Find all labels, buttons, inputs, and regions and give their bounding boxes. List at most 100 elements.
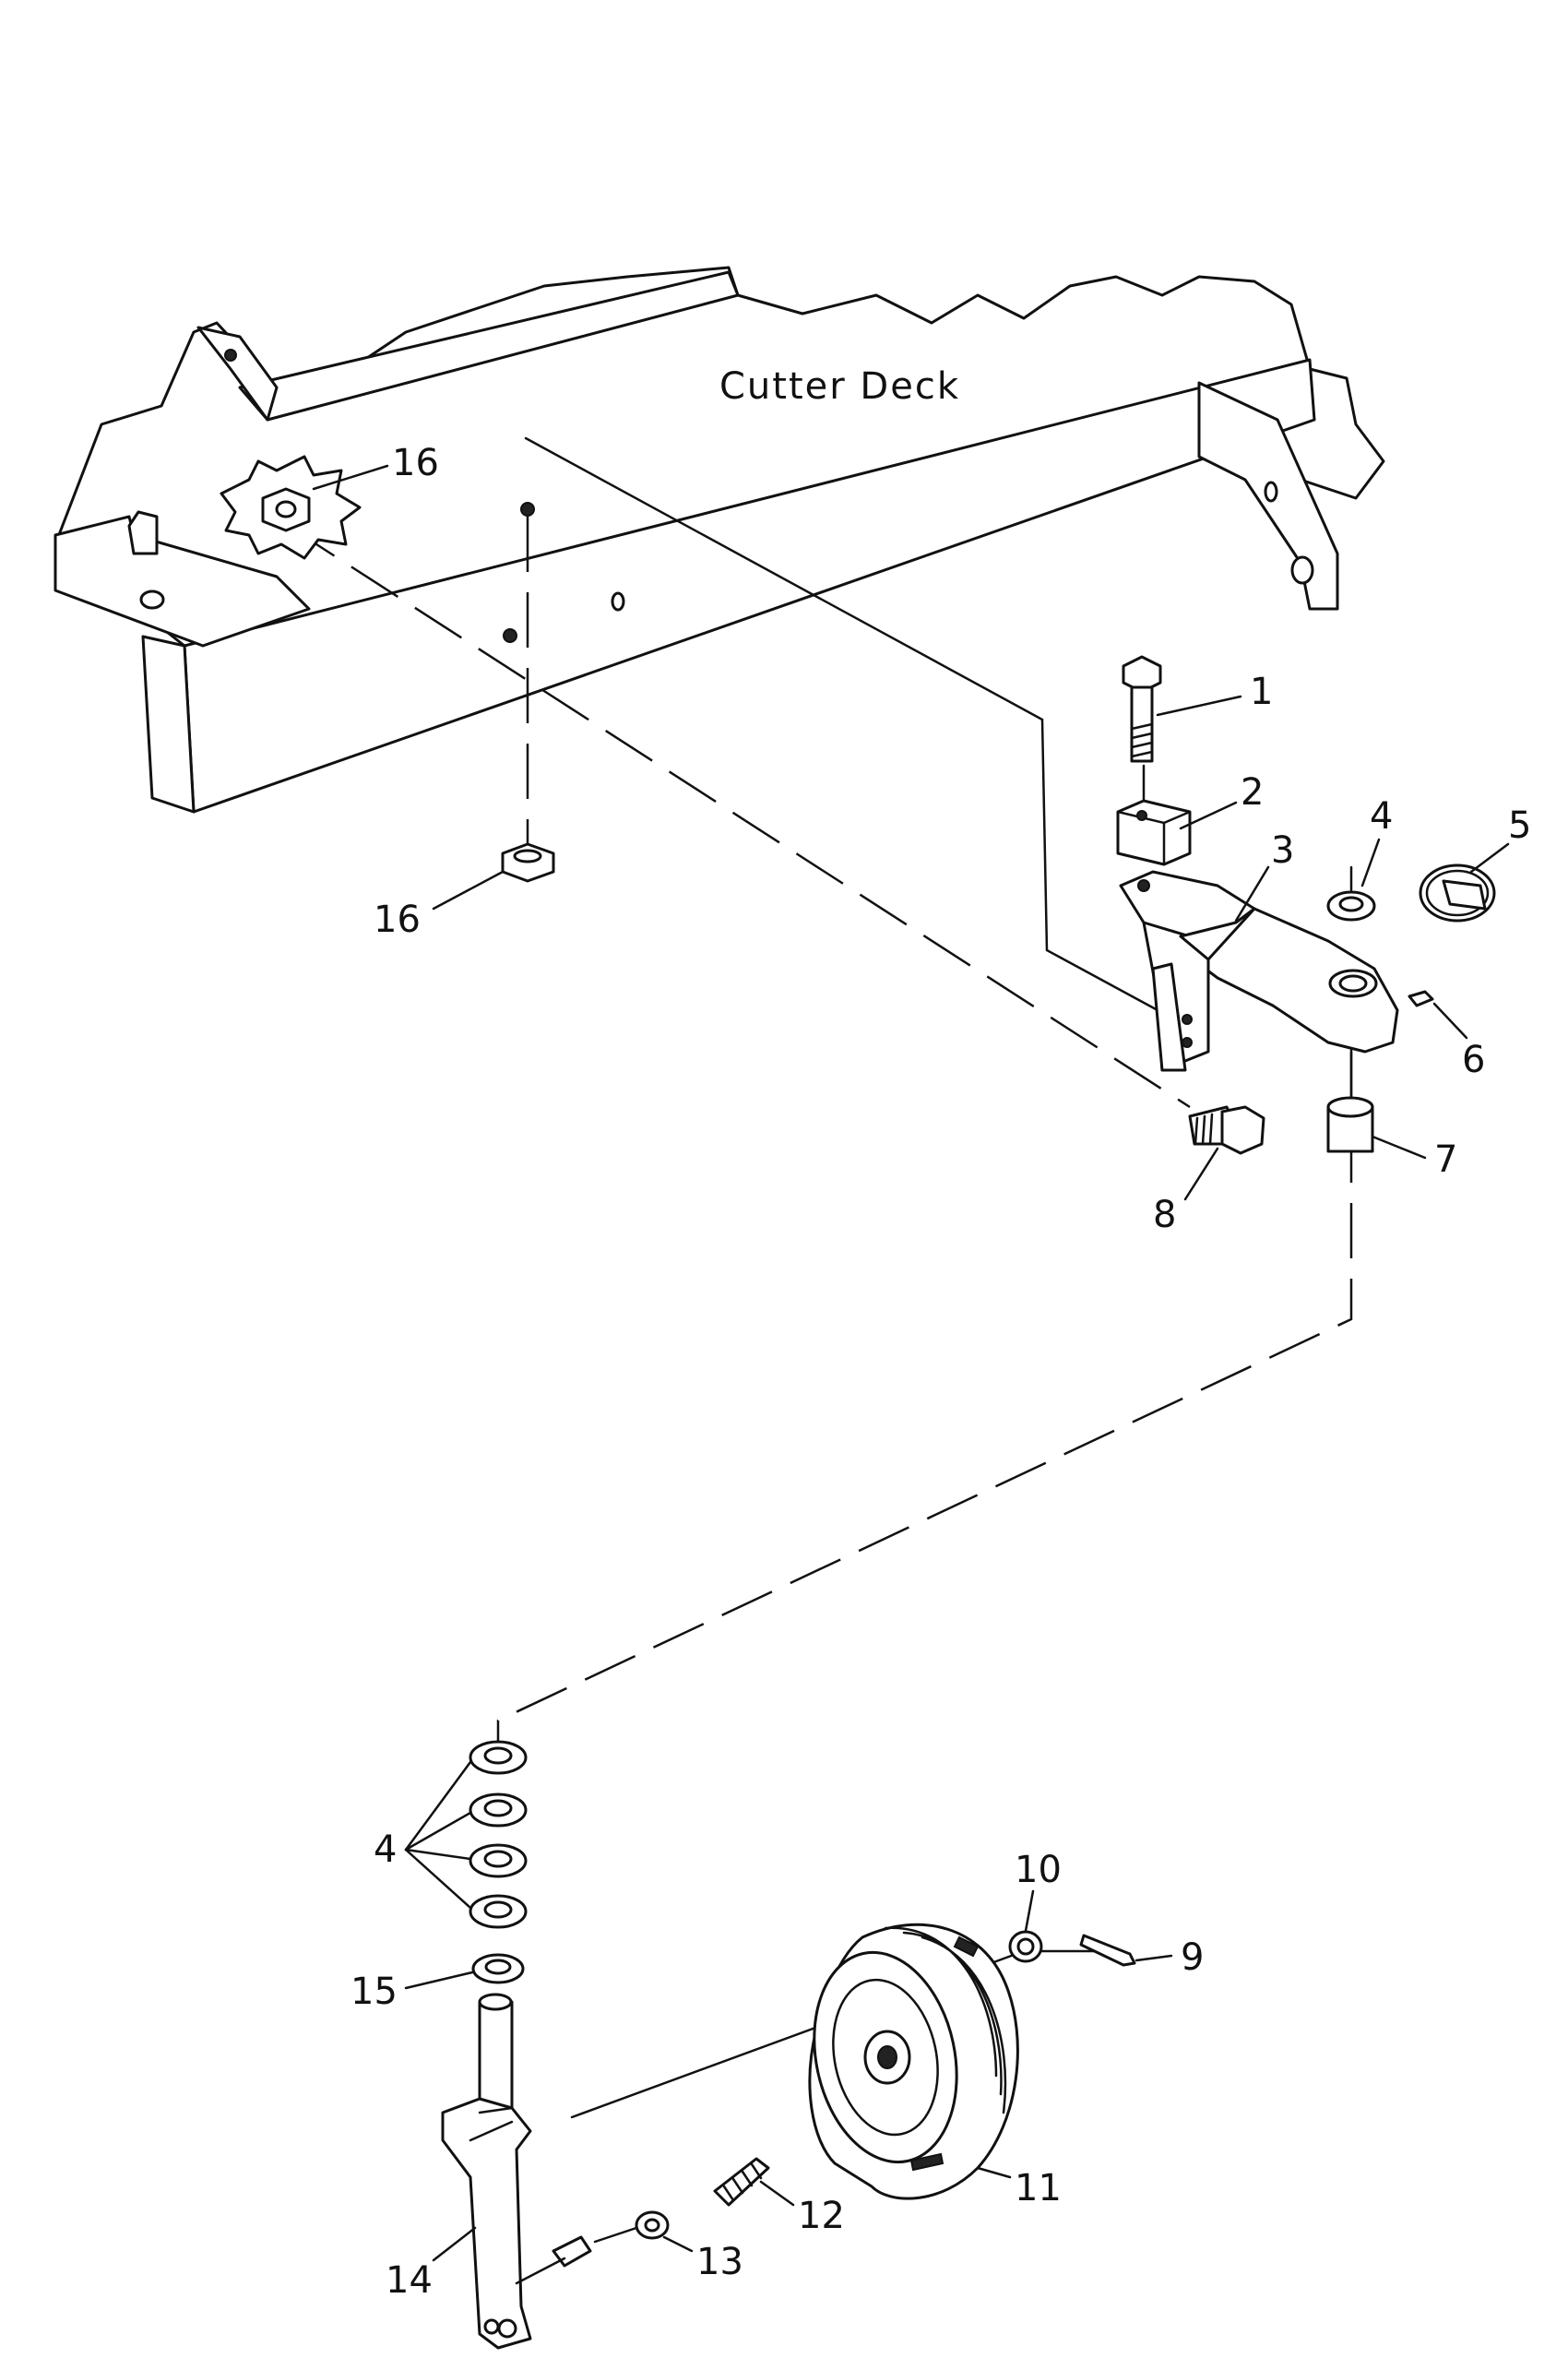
wheel-rim — [832, 1978, 939, 2137]
part-9-cotter-pin — [1079, 1934, 1136, 1967]
fork-arm — [441, 2097, 532, 2350]
fork-hole-2 — [497, 2318, 517, 2339]
leader-2 — [1179, 801, 1238, 830]
leader-1 — [1156, 695, 1242, 717]
leader-13 — [662, 2235, 694, 2253]
axle-spring-coils — [722, 2162, 763, 2202]
leader-12 — [759, 2180, 795, 2207]
part-6-grease-fitting — [1408, 990, 1434, 1007]
part-4-washer-stack — [469, 1740, 528, 1929]
cutter-deck-rail-hole — [224, 349, 237, 362]
mount-outline-line — [524, 436, 1159, 1012]
fork-axle-line — [515, 2257, 566, 2285]
cutter-deck-hole-2 — [611, 591, 625, 612]
callout-13: 13 — [696, 2241, 743, 2283]
part-7-bushing — [1326, 1096, 1374, 1153]
leader-4-lower-c — [404, 1848, 472, 1861]
leader-6 — [1432, 1002, 1468, 1040]
part-16-hex-nut — [501, 842, 555, 883]
fork-edges — [469, 2106, 514, 2142]
part-5-lynch-pin — [1419, 863, 1496, 923]
callout-3: 3 — [1271, 829, 1294, 872]
callout-7: 7 — [1434, 1138, 1457, 1181]
bracket-rib — [1179, 907, 1256, 961]
bracket-mount-hole-2 — [1182, 1037, 1193, 1048]
callout-9: 9 — [1181, 1936, 1204, 1979]
fork-stem — [478, 2000, 514, 2114]
cutter-deck-right-bracket-hole-2 — [1290, 555, 1314, 585]
leader-15 — [404, 1971, 474, 1990]
callout-numbers: 16 16 1 2 3 4 5 6 7 8 9 10 11 12 13 14 1… — [350, 442, 1531, 2302]
grease-fitting-body — [1408, 990, 1434, 1007]
part-14-caster-fork — [441, 1993, 592, 2350]
bolt-thread — [1130, 722, 1154, 758]
washer-13-inner — [644, 2218, 660, 2233]
cutter-deck-right-bracket-hole-1 — [1264, 481, 1278, 503]
hex-nut-hole — [513, 849, 542, 863]
leader-4-upper — [1360, 838, 1381, 887]
bracket-vertical-plate — [1151, 962, 1187, 1072]
block-hole — [1136, 810, 1147, 821]
bolt-head — [1122, 655, 1162, 694]
cutter-deck-left-tab — [127, 510, 159, 555]
wheel-tread-mark-2 — [953, 1935, 980, 1958]
leader-11 — [976, 2166, 1012, 2179]
callout-10: 10 — [1015, 1849, 1062, 1891]
cutter-deck-label: Cutter Deck — [719, 365, 960, 408]
dashed-line-nut-to-bracket — [287, 524, 1191, 1109]
block-edges — [1116, 810, 1192, 866]
callout-14: 14 — [386, 2259, 433, 2302]
callout-16-left: 16 — [374, 899, 421, 941]
block-body — [1116, 799, 1192, 866]
fork-stem-top — [478, 1993, 513, 2011]
leader-4-lower-a — [404, 1760, 472, 1852]
bracket-top-hole — [1137, 879, 1150, 892]
lynch-pin-ring-inner — [1425, 869, 1490, 917]
part-16-star-nut-top — [220, 455, 362, 560]
callout-8: 8 — [1153, 1194, 1176, 1236]
bushing-top — [1326, 1096, 1374, 1118]
hex-bolt-head — [1220, 1105, 1265, 1155]
leader-4-lower-b — [404, 1811, 472, 1852]
callout-2: 2 — [1241, 771, 1264, 814]
leader-16-top — [312, 464, 389, 491]
leader-5 — [1469, 842, 1510, 874]
cutter-deck-left-post — [141, 635, 196, 814]
washer-10-inner — [1016, 1937, 1035, 1956]
callout-11: 11 — [1015, 2167, 1062, 2209]
part-12-axle-spring — [713, 2157, 770, 2207]
leader-3 — [1234, 865, 1270, 923]
callout-6: 6 — [1462, 1039, 1485, 1081]
callout-4-upper: 4 — [1370, 795, 1393, 838]
washer-upper-inner — [1338, 896, 1364, 912]
spacer-inner — [484, 1959, 512, 1975]
wheel-tread-grooves — [884, 1926, 1007, 2114]
leader-9 — [1134, 1954, 1173, 1962]
hex-bolt-thread — [1194, 1113, 1214, 1146]
washer-13-line — [593, 2226, 638, 2244]
cutter-deck-top-rail-tab — [196, 326, 279, 422]
cotter-pin-body — [1079, 1934, 1136, 1967]
washer-stack-1-hole — [483, 1746, 513, 1765]
part-13-washer — [593, 2210, 670, 2244]
cutter-deck-hole-1 — [520, 502, 535, 517]
callout-15: 15 — [350, 1971, 398, 2013]
callout-12: 12 — [798, 2195, 845, 2237]
cutter-deck-left-bracket-hole — [139, 590, 165, 610]
washer-stack-4-hole — [483, 1900, 513, 1919]
leader-8 — [1183, 1147, 1219, 1201]
dashed-line-bracket-to-caster — [496, 1052, 1353, 1748]
wheel-tread-mark-1 — [909, 2152, 944, 2172]
washer-stack-3-hole — [483, 1850, 513, 1868]
lynch-pin-shaft — [1442, 879, 1487, 911]
cutter-deck: Cutter Deck — [53, 266, 1385, 814]
fork-hole-1 — [483, 2318, 500, 2335]
part-11-wheel — [808, 1923, 1019, 2200]
part-8-hex-bolt — [1188, 1105, 1265, 1155]
callout-leaders — [312, 464, 1510, 2262]
cutter-deck-left-bracket — [53, 515, 311, 648]
leader-4-lower-d — [404, 1848, 472, 1910]
star-nut-hole — [275, 500, 297, 518]
leader-16-left — [432, 870, 505, 911]
